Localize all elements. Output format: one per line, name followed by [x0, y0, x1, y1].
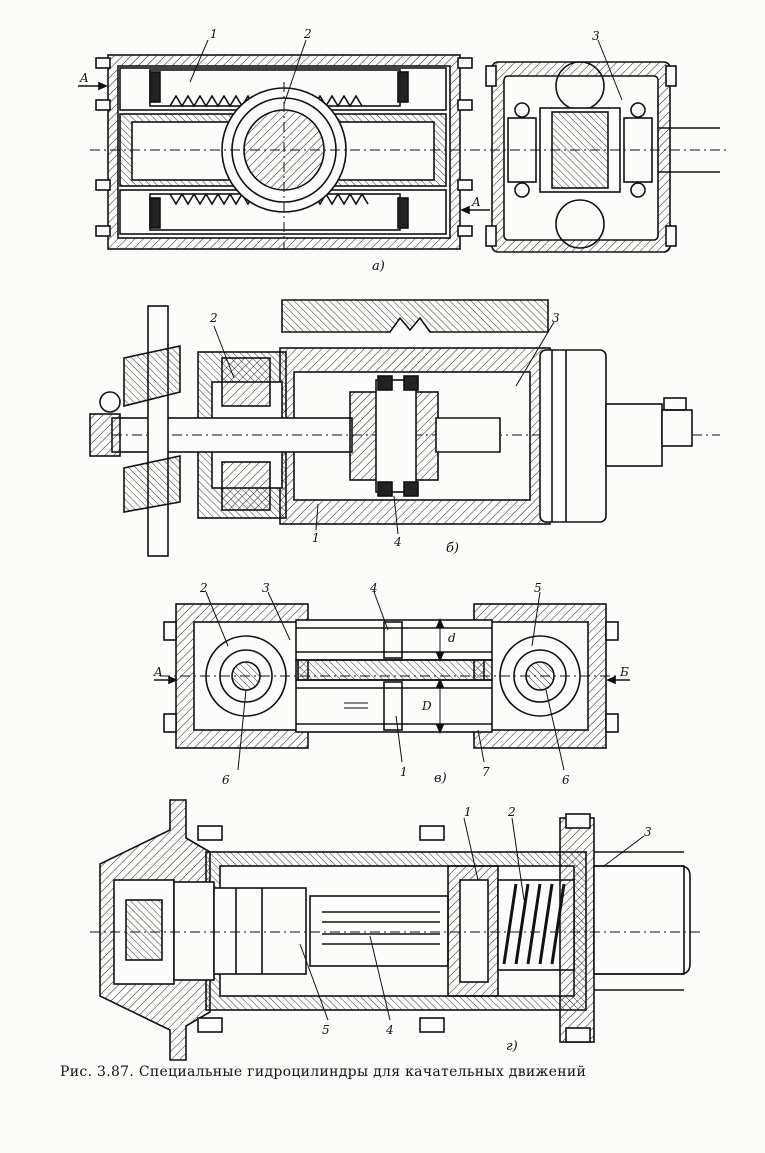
arrow-label-a: A — [153, 665, 163, 679]
callout-1: 1 — [400, 765, 408, 779]
figure-b-sublabel: б) — [446, 541, 459, 556]
callout-2: 2 — [507, 805, 516, 819]
arrow-label-a-left: A — [79, 71, 89, 85]
callout-1: 1 — [312, 531, 320, 545]
callout-1: 1 — [210, 27, 218, 41]
dim-large-D: D — [421, 699, 432, 713]
arrow-label-b: Б — [619, 665, 629, 679]
callout-1: 1 — [464, 805, 472, 819]
callout-2: 2 — [303, 27, 312, 41]
callout-2: 2 — [199, 581, 208, 595]
callout-3: 3 — [644, 825, 652, 839]
figure-caption: Рис. 3.87. Специальные гидроцилиндры для… — [60, 1064, 720, 1080]
figure-v — [154, 592, 630, 770]
callout-2: 2 — [209, 311, 218, 325]
figure-b — [90, 300, 720, 556]
callout-4: 4 — [369, 581, 378, 595]
callout-7: 7 — [482, 765, 490, 779]
callout-6-left: 6 — [222, 773, 230, 787]
callout-5: 5 — [322, 1023, 330, 1037]
arrow-label-a-right: A — [471, 195, 481, 209]
callout-6-right: 6 — [562, 773, 570, 787]
callout-3: 3 — [552, 311, 560, 325]
callout-5: 5 — [534, 581, 542, 595]
figure-a-sublabel: а) — [372, 259, 385, 274]
figure-g — [90, 800, 700, 1060]
figure-g-sublabel: г) — [506, 1039, 518, 1054]
callout-4: 4 — [393, 535, 402, 549]
callout-3: 3 — [592, 29, 600, 43]
figure-v-sublabel: в) — [434, 771, 447, 786]
figure-a — [78, 40, 730, 252]
dim-small-d: d — [448, 631, 456, 645]
callout-3: 3 — [262, 581, 270, 595]
callout-4: 4 — [385, 1023, 394, 1037]
